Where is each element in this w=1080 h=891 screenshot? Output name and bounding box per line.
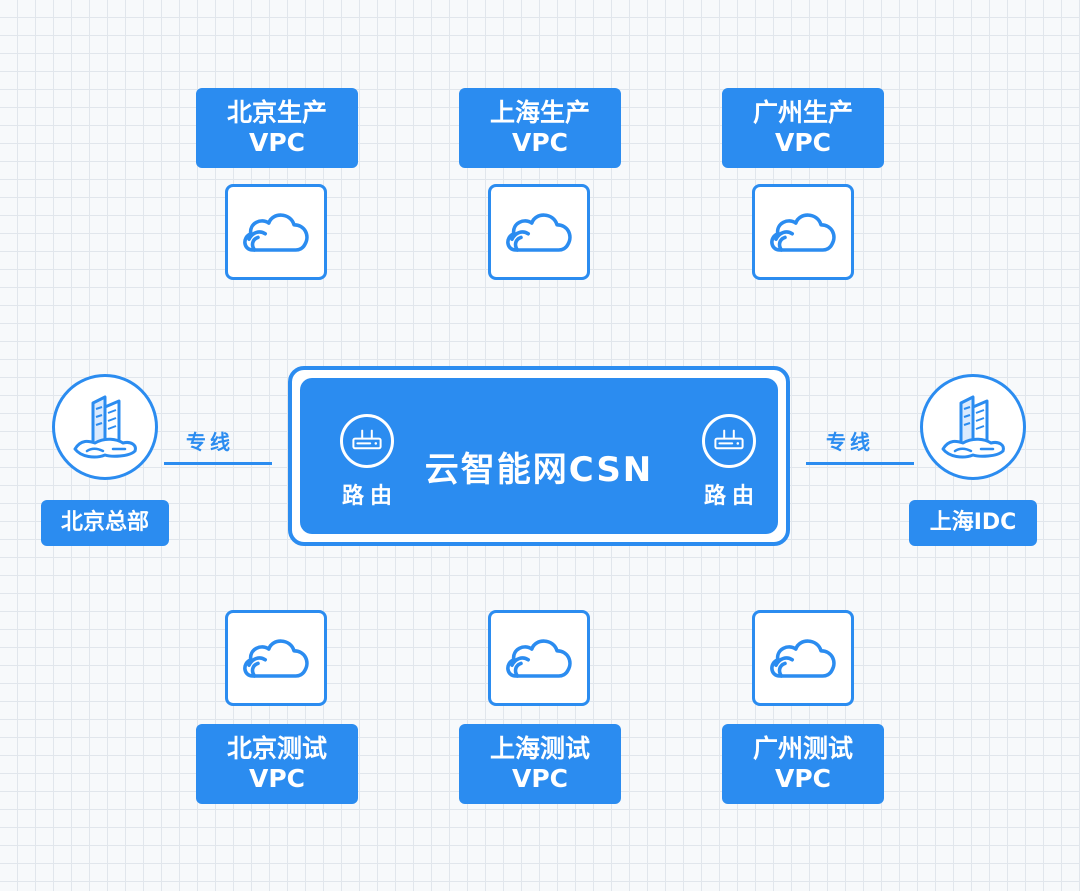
vpc-label-line2: VPC bbox=[248, 764, 306, 793]
vpc-label-line2: VPC bbox=[774, 764, 832, 793]
site-label-beijing-hq: 北京总部 bbox=[41, 500, 169, 546]
vpc-label-shanghai-test: 上海测试 VPC bbox=[459, 724, 621, 804]
router-icon bbox=[713, 429, 745, 453]
vpc-label-line2: VPC bbox=[511, 128, 569, 157]
vpc-label-line1: 广州生产 bbox=[752, 98, 853, 127]
vpc-label-shanghai-prod: 上海生产 VPC bbox=[459, 88, 621, 168]
site-node-shanghai-idc bbox=[920, 374, 1026, 480]
vpc-label-line2: VPC bbox=[248, 128, 306, 157]
vpc-label-beijing-prod: 北京生产 VPC bbox=[196, 88, 358, 168]
cloud-icon bbox=[767, 631, 839, 685]
site-node-beijing-hq bbox=[52, 374, 158, 480]
vpc-node-guangzhou-prod bbox=[752, 184, 854, 280]
vpc-label-line1: 上海生产 bbox=[489, 98, 590, 127]
vpc-label-line1: 广州测试 bbox=[752, 734, 853, 763]
vpc-label-line2: VPC bbox=[511, 764, 569, 793]
router-left: 路由 bbox=[332, 414, 402, 510]
vpc-node-shanghai-prod bbox=[488, 184, 590, 280]
vpc-label-line1: 上海测试 bbox=[489, 734, 590, 763]
vpc-node-beijing-prod bbox=[225, 184, 327, 280]
link-line-left bbox=[164, 462, 272, 465]
cloud-icon bbox=[240, 205, 312, 259]
building-icon bbox=[65, 387, 145, 467]
router-right: 路由 bbox=[694, 414, 764, 510]
router-label: 路由 bbox=[341, 484, 398, 509]
link-label-right: 专线 bbox=[826, 430, 874, 454]
vpc-label-line1: 北京测试 bbox=[226, 734, 327, 763]
router-icon-circle bbox=[340, 414, 394, 468]
vpc-label-line2: VPC bbox=[774, 128, 832, 157]
site-label-shanghai-idc: 上海IDC bbox=[909, 500, 1037, 546]
vpc-label-guangzhou-prod: 广州生产 VPC bbox=[722, 88, 884, 168]
router-icon-circle bbox=[702, 414, 756, 468]
cloud-icon bbox=[503, 631, 575, 685]
vpc-label-beijing-test: 北京测试 VPC bbox=[196, 724, 358, 804]
csn-hub-panel: 路由 云智能网CSN 路由 bbox=[300, 378, 778, 534]
vpc-label-line1: 北京生产 bbox=[226, 98, 327, 127]
vpc-node-guangzhou-test bbox=[752, 610, 854, 706]
csn-title: 云智能网CSN bbox=[424, 450, 654, 490]
link-label-left: 专线 bbox=[186, 430, 234, 454]
building-icon bbox=[933, 387, 1013, 467]
vpc-node-beijing-test bbox=[225, 610, 327, 706]
csn-hub: 路由 云智能网CSN 路由 bbox=[288, 366, 790, 546]
vpc-node-shanghai-test bbox=[488, 610, 590, 706]
router-label: 路由 bbox=[703, 484, 760, 509]
vpc-label-guangzhou-test: 广州测试 VPC bbox=[722, 724, 884, 804]
cloud-icon bbox=[503, 205, 575, 259]
cloud-icon bbox=[240, 631, 312, 685]
cloud-icon bbox=[767, 205, 839, 259]
link-line-right bbox=[806, 462, 914, 465]
